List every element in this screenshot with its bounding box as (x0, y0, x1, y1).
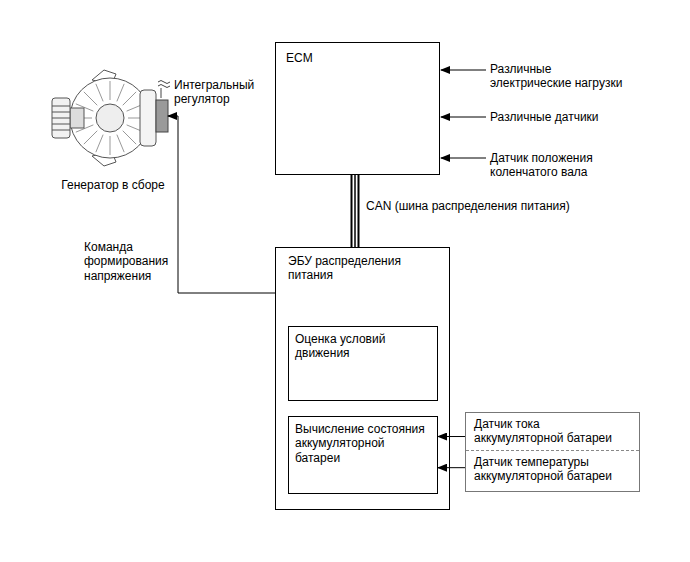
power-distribution-ecu: ЭБУ распределения питанияОценка условий … (275, 247, 450, 510)
signal-line (168, 116, 275, 293)
node-title: Оценка условий движения (295, 332, 431, 361)
node-title: Вычисление состояния аккумуляторной бата… (295, 422, 431, 465)
regulator-block (156, 100, 168, 132)
signal-line (438, 467, 465, 468)
edge-label: CAN (шина распределения питания) (366, 199, 570, 213)
connector-stroke (438, 436, 465, 437)
connector-stroke (353, 175, 358, 247)
process-box: Вычисление состояния аккумуляторной бата… (288, 416, 438, 494)
connector-stroke (168, 116, 275, 293)
edge-label: Команда формирования напряжения (84, 240, 172, 283)
node-title: ECM (286, 51, 429, 65)
ecm-box: ECM (275, 42, 440, 175)
input-label: Различные электрические нагрузки (490, 62, 632, 91)
input-label: Различные датчики (490, 110, 650, 124)
node-title: Интегральный регулятор (174, 78, 266, 107)
input-arrows (441, 70, 486, 158)
input-label: Датчик положения коленчатого вала (490, 151, 632, 180)
node-text: Датчик температуры аккумуляторной батаре… (466, 450, 639, 488)
connector-stroke (351, 175, 360, 247)
node-text: Генератор в сборе (48, 178, 178, 192)
signal-line (438, 436, 465, 437)
alternator-illustration (52, 70, 170, 166)
sensor-box: Датчик тока аккумуляторной батареиДатчик… (465, 412, 640, 492)
connector-stroke (438, 467, 465, 468)
node-title: Датчик тока аккумуляторной батареи (466, 413, 639, 450)
can-bus (355, 175, 356, 247)
node-title: ЭБУ распределения питания (288, 254, 428, 283)
connector-stroke (354, 175, 356, 247)
process-box: Оценка условий движения (288, 326, 438, 401)
alternator-assembly: Интегральный регуляторГенератор в сборе (48, 70, 266, 200)
